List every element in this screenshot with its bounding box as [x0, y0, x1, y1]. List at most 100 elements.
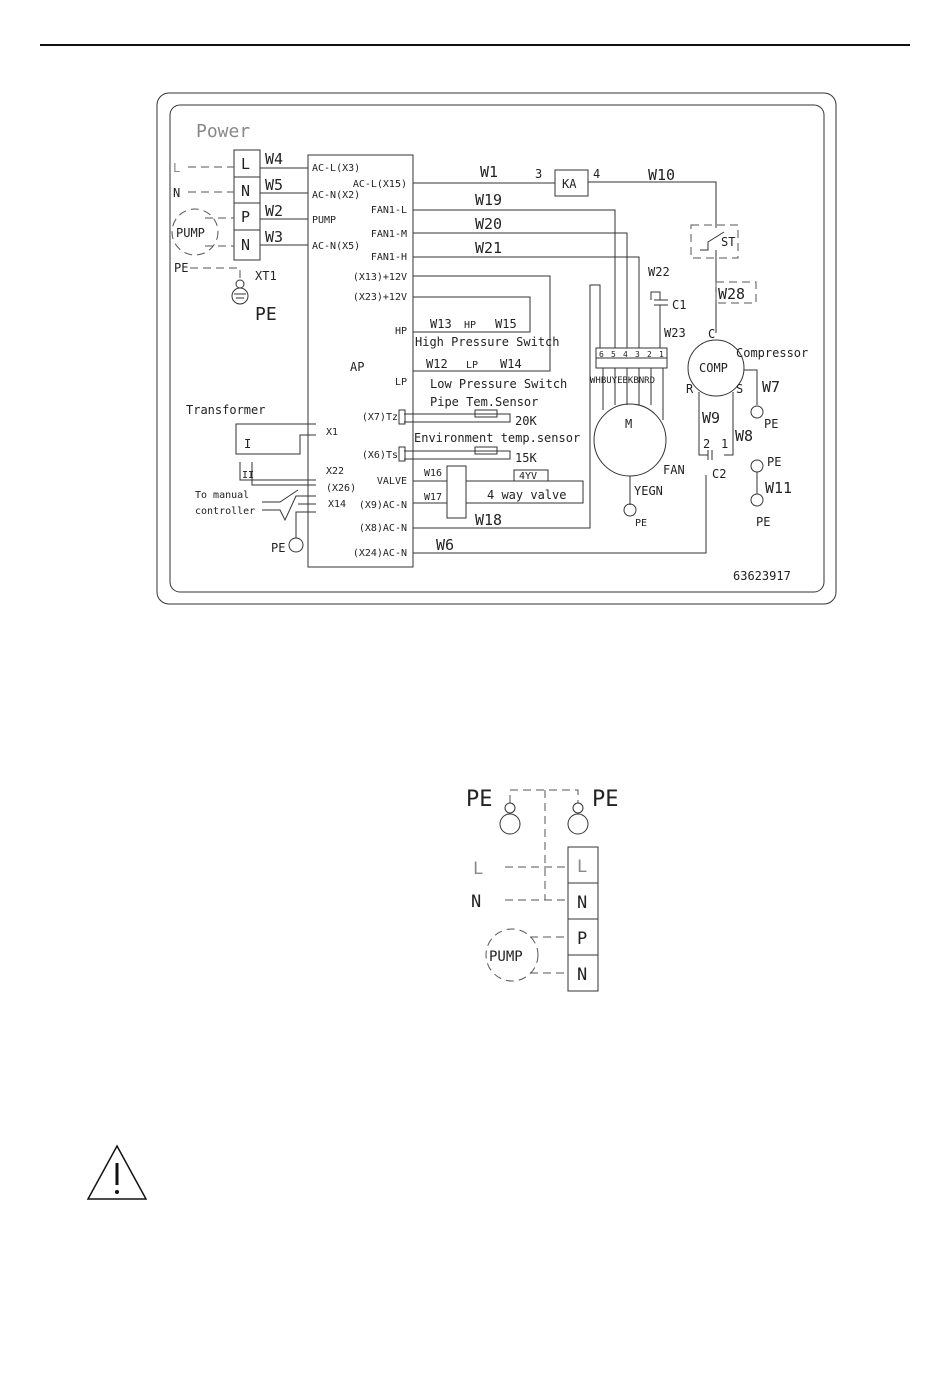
ground-icon: [623, 503, 637, 517]
relay-pin: 4: [593, 167, 600, 181]
pump-icon: [171, 208, 219, 256]
env-sensor-label: Environment temp.sensor: [414, 431, 580, 445]
wire-label: W11: [765, 479, 792, 497]
wire-label: W13: [430, 317, 452, 331]
pe-label: PE: [271, 541, 285, 555]
pe-label: PE: [174, 261, 188, 275]
wire-label: W10: [648, 166, 675, 184]
transformer-secondary: II: [242, 470, 254, 481]
wire-label: W15: [495, 317, 517, 331]
wire-label: W20: [475, 215, 502, 233]
xt1-label: XT1: [255, 269, 277, 283]
board-pin: (X9)AC-N: [359, 500, 407, 511]
manual-label: controller: [195, 506, 255, 517]
relay-pin: 3: [535, 167, 542, 181]
pe-label: PE: [767, 455, 781, 469]
pe-label: PE: [756, 515, 770, 529]
terminal-row: N: [241, 182, 250, 200]
board-pin: (X23)+12V: [353, 292, 407, 303]
wire-label: W28: [718, 285, 745, 303]
manual-label: To manual: [195, 490, 249, 501]
pipe-sensor-value: 20K: [515, 414, 537, 428]
terminal-row: N: [577, 965, 587, 985]
wiring-diagram-pump: PE PE L N P N L N PUMP: [466, 787, 619, 992]
board-pin: (X24)AC-N: [353, 548, 407, 559]
ground-icon: [231, 279, 249, 305]
lp-switch-label: Low Pressure Switch: [430, 377, 567, 391]
pump-icon: [485, 928, 539, 982]
ground-icon: [750, 405, 764, 419]
connector-pin: 6: [599, 350, 604, 359]
part-number: 63623917: [733, 569, 791, 583]
inner-frame: [169, 104, 825, 593]
wire-label: W14: [500, 357, 522, 371]
x26-label: (X26): [326, 483, 356, 494]
terminal-row: L: [577, 857, 587, 877]
wire-label: W8: [735, 427, 753, 445]
wire-label: W7: [762, 378, 780, 396]
ground-wire-label: YEGN: [634, 484, 663, 498]
connector-pin: 5: [611, 350, 616, 359]
terminal-row: L: [241, 155, 250, 173]
fan-label: FAN: [663, 463, 685, 477]
transformer-label: Transformer: [186, 403, 265, 417]
capacitor-pin: 2: [703, 437, 710, 451]
compressor-pin-r: R: [686, 382, 694, 396]
overload-st: [690, 224, 739, 259]
outer-frame: [156, 92, 837, 605]
mains-n-label: N: [173, 186, 180, 200]
motor-label: M: [625, 417, 632, 431]
pump-label: PUMP: [489, 949, 523, 965]
connector-pin: 2: [647, 350, 652, 359]
board-pin: (X6)Ts: [362, 450, 398, 461]
wire-label: W21: [475, 239, 502, 257]
board-pin: VALVE: [377, 476, 407, 487]
board-pin: FAN1-H: [371, 252, 407, 263]
env-sensor-value: 15K: [515, 451, 537, 465]
thermistor-icon: [474, 409, 498, 418]
terminal-row: N: [241, 236, 250, 254]
fan-wire-colors: WHBUYEBKBNRD: [590, 376, 655, 386]
ground-icon: [750, 459, 764, 473]
ground-icon: [499, 813, 521, 835]
transformer-primary: I: [244, 437, 251, 451]
board-name: AP: [350, 360, 364, 374]
board-pin: (X7)Tz: [362, 412, 398, 423]
mains-l-label: L: [473, 859, 483, 879]
power-label: Power: [196, 121, 250, 142]
ground-icon: [288, 537, 304, 553]
relay-label: KA: [562, 177, 577, 191]
c2-label: C2: [712, 467, 726, 481]
mains-n-label: N: [471, 892, 481, 912]
hp-switch-label: High Pressure Switch: [415, 335, 560, 349]
board-pin: (X8)AC-N: [359, 523, 407, 534]
board-pin: (X13)+12V: [353, 272, 407, 283]
lp-tag: LP: [466, 360, 478, 371]
ground-icon: [567, 813, 589, 835]
compressor-label: Compressor: [736, 346, 808, 360]
wire-label: W12: [426, 357, 448, 371]
wire-label: W9: [702, 409, 720, 427]
board-pin: LP: [395, 377, 407, 388]
wire-label: W2: [265, 202, 283, 220]
thermistor-icon: [474, 446, 498, 455]
board-pin: AC-N(X5): [312, 241, 360, 252]
connector-pin: 4: [623, 350, 628, 359]
capacitor-pin: 1: [721, 437, 728, 451]
wire-label: W5: [265, 176, 283, 194]
valve-connector: [446, 465, 467, 519]
x14-label: X14: [328, 499, 346, 510]
pe-ground-label: PE: [255, 304, 277, 325]
board-pin: PUMP: [312, 215, 336, 226]
wiring-diagram-main: Power L N P N L N PUMP PE XT1 PE W: [156, 92, 837, 605]
pe-label: PE: [635, 518, 647, 529]
st-label: ST: [721, 235, 735, 249]
x22-label: X22: [326, 466, 344, 477]
compressor-pin-s: S: [736, 382, 743, 396]
connector-pin: 3: [635, 350, 640, 359]
hp-tag: HP: [464, 320, 476, 331]
relay-ka: [554, 169, 589, 197]
valve-label: 4 way valve: [487, 488, 566, 502]
pe-right-label: PE: [592, 787, 619, 812]
board-pin: AC-N(X2): [312, 190, 360, 201]
